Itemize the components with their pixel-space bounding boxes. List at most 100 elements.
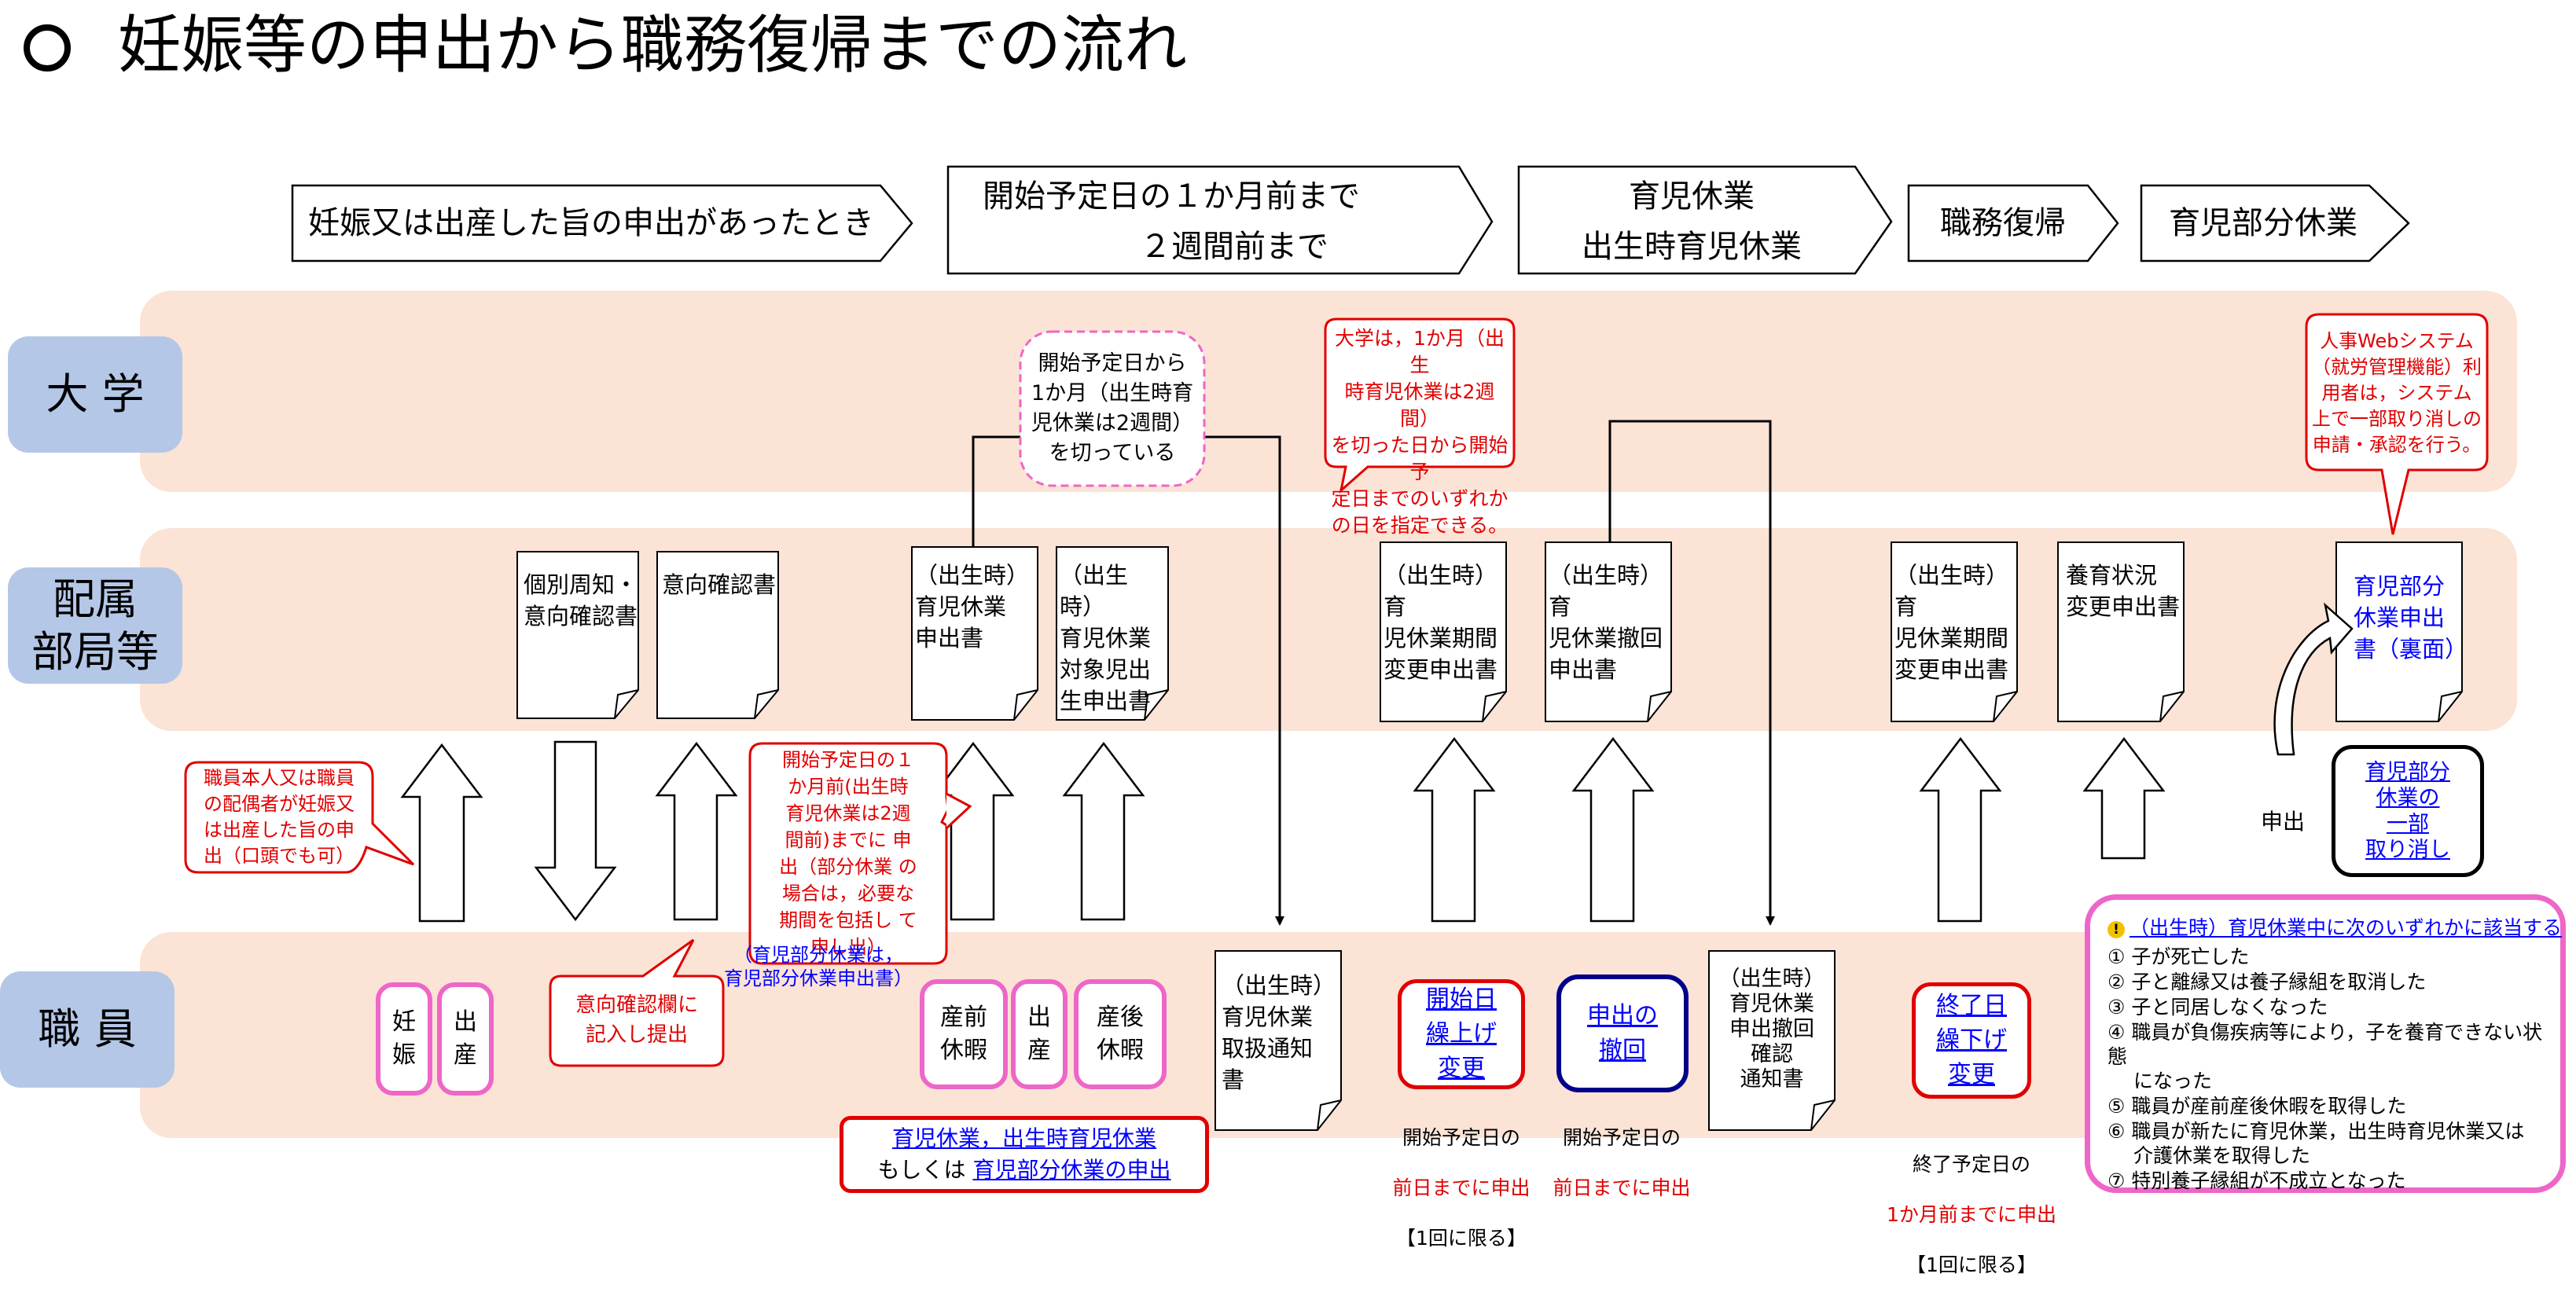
diagram-shapes <box>184 165 2489 1131</box>
withdraw-notes: 開始予定日の 前日までに申出 <box>1533 1100 1711 1226</box>
condition-item: ⑥ 職員が新たに育児休業，出生時育児休業又は 介護休業を取得した <box>2107 1120 2525 1167</box>
change-end-note-1: 終了予定日の <box>1912 1153 2030 1176</box>
callout-deadline-shape <box>748 742 950 965</box>
doc-shape-ikou <box>656 551 779 719</box>
change-start-notes: 開始予定日の 前日までに申出 【1回に限る】 <box>1373 1100 1550 1276</box>
condition-item: ④ 職員が負傷疾病等により，子を養育できない状態 になった <box>2107 1021 2543 1092</box>
callout-designate-shape <box>1324 317 1516 494</box>
page-title-text: 妊娠等の申出から職務復帰までの流れ <box>118 9 1187 82</box>
connector-to-tekkai-kakunin <box>1608 420 1775 926</box>
change-end-box[interactable]: 終了日 繰下げ 変更 <box>1912 982 2031 1099</box>
up-arrow-6 <box>1413 736 1496 923</box>
doc-taisho: （出生時） 育児休業 対象児出 生申出書 <box>1060 562 1152 714</box>
conditions-box: ! （出生時）育児休業中に次のいずれかに該当する ① 子が死亡した ② 子と離縁又… <box>2085 894 2566 1193</box>
doc-yoiku: 養育状況 変更申出書 <box>2066 562 2181 620</box>
request-line-2: もしくは 育児部分休業の申出 <box>843 1154 1205 1186</box>
doc-tekkai: （出生時）育 児休業撤回 申出書 <box>1549 562 1663 683</box>
event-sanzen: 産前 休暇 <box>920 979 1008 1089</box>
row-label-staff-text: 職 員 <box>38 1004 137 1055</box>
row-label-department: 配属 部局等 <box>8 567 182 684</box>
phase-3-label: 育児休業 出生時育児休業 <box>1519 174 1865 269</box>
change-start-note-2: 前日までに申出 <box>1392 1176 1531 1199</box>
request-box: 育児休業，出生時育児休業 もしくは 育児部分休業の申出 <box>840 1116 1209 1193</box>
phase-2-line-2: ２週間前まで <box>983 229 1328 265</box>
page-title: 妊娠等の申出から職務復帰までの流れ <box>24 6 1187 85</box>
up-arrow-3 <box>655 741 738 921</box>
phase-3-line-2: 出生時育児休業 <box>1582 229 1802 265</box>
withdraw-note-2: 前日までに申出 <box>1553 1176 1691 1199</box>
circle-bullet-icon <box>24 24 71 72</box>
doc-kobetsu: 個別周知・ 意向確認書 <box>524 571 638 629</box>
event-shussan-2: 出 産 <box>1011 979 1068 1089</box>
doc-bubun: 育児部分 休業申出 書（裏面） <box>2354 573 2468 663</box>
up-arrow-9 <box>2082 736 2166 860</box>
phase-2-label: 開始予定日の１か月前まで ２週間前まで <box>951 174 1454 269</box>
up-arrow-5 <box>1062 741 1145 921</box>
doc-shape-taisho <box>1056 546 1169 721</box>
row-label-department-text: 配属 部局等 <box>31 574 159 677</box>
condition-item: ② 子と離縁又は養子縁組を取消した <box>2107 971 2427 993</box>
conditions-header: ! （出生時）育児休業中に次のいずれかに該当する <box>2107 916 2562 940</box>
doc-henko1: （出生時）育 児休業期間 変更申出書 <box>1384 562 1498 683</box>
partial-note: （育児部分休業は， 育児部分休業申出書） <box>724 944 913 989</box>
callout-websystem-shape <box>2305 313 2489 535</box>
condition-item: ⑦ 特別養子縁組が不成立となった <box>2107 1169 2406 1192</box>
doc-shape-yoiku <box>2057 541 2185 722</box>
partial-cancel-box[interactable]: 育児部分 休業の 一部 取り消し <box>2332 745 2484 877</box>
doc-tekkai-kakunin: （出生時） 育児休業 申出撤回 確認 通知書 <box>1718 967 1825 1092</box>
document-shapes <box>516 541 2463 1131</box>
callout-one-month-text: 開始予定日から 1か月（出生時育 児休業は2週間） を切っている <box>1031 351 1194 465</box>
phase-arrow-2 <box>946 165 1494 275</box>
up-arrow-7 <box>1571 736 1655 923</box>
doc-ikou: 意向確認書 <box>662 571 777 598</box>
phase-2-line-1: 開始予定日の１か月前まで <box>983 178 1360 215</box>
row-label-university-text: 大 学 <box>46 369 145 420</box>
doc-shape-henko2 <box>1891 541 2018 722</box>
doc-shape-henko1 <box>1380 541 1507 722</box>
callout-designate-text: 大学は，1か月（出生 時育児休業は2週間） を切った日から開始予 定日までのいず… <box>1331 327 1508 537</box>
row-label-staff: 職 員 <box>0 971 175 1088</box>
request-line-1: 育児休業，出生時育児休業 <box>891 1125 1156 1151</box>
withdraw-box[interactable]: 申出の 撤回 <box>1556 974 1689 1092</box>
event-shussan-1: 出 産 <box>437 982 494 1096</box>
conditions-header-text: （出生時）育児休業中に次のいずれかに該当する <box>2130 916 2563 939</box>
callout-ikou-shape <box>549 938 725 1067</box>
callout-deadline-text: 開始予定日の１ か月前(出生時 育児休業は2週 間前)までに 申 出（部分休業 … <box>779 749 917 958</box>
change-start-box[interactable]: 開始日 繰上げ 変更 <box>1398 979 1525 1089</box>
doc-shape-moushide <box>911 546 1038 721</box>
doc-shape-tekkai <box>1545 541 1672 722</box>
phase-arrow-4 <box>1907 184 2119 262</box>
doc-henko2: （出生時）育 児休業期間 変更申出書 <box>1894 562 2009 683</box>
change-end-notes: 終了予定日の 1か月前までに申出 【1回に限る】 <box>1871 1127 2072 1303</box>
callout-websystem-text: 人事Webシステム （就労管理機能）利 用者は，システム 上で一部取り消しの 申… <box>2312 330 2482 456</box>
condition-item: ③ 子と同居しなくなった <box>2107 996 2328 1019</box>
change-end-note-3: 【1回に限る】 <box>1906 1253 2037 1276</box>
change-start-label: 開始日 繰上げ 変更 <box>1426 986 1497 1082</box>
doc-shape-toriatsukai <box>1215 950 1342 1131</box>
withdraw-note-1: 開始予定日の <box>1562 1126 1681 1149</box>
phase-5-label: 育児部分休業 <box>2141 201 2385 245</box>
phase-3-line-1: 育児休業 <box>1629 178 1755 215</box>
withdraw-label: 申出の 撤回 <box>1587 1002 1658 1064</box>
phase-1-label: 妊娠又は出産した旨の申出があったとき <box>292 201 890 245</box>
partial-apply-label: 申出 <box>2261 809 2306 835</box>
callout-one-month-shape <box>1019 330 1206 487</box>
connector-one-month <box>972 435 1020 547</box>
callout-pregnancy-shape <box>184 761 415 874</box>
callout-ikou-text: 意向確認欄に 記入し提出 <box>575 993 698 1047</box>
doc-shape-tekkai-kakunin <box>1708 950 1836 1131</box>
curved-arrow-icon <box>2273 602 2354 756</box>
phase-5-line-1: 育児部分休業 <box>2169 205 2357 241</box>
up-arrow-1 <box>400 743 483 923</box>
phase-arrow-1 <box>291 184 913 262</box>
down-arrow-2 <box>534 740 617 922</box>
phase-1-line-1: 妊娠又は出産した旨の申出があったとき <box>308 205 874 241</box>
doc-shape-bubun <box>2335 541 2463 722</box>
phase-4-line-1: 職務復帰 <box>1940 205 2066 241</box>
change-end-label: 終了日 繰下げ 変更 <box>1936 992 2007 1088</box>
condition-item: ① 子が死亡した <box>2107 945 2250 968</box>
request-link[interactable]: 育児部分休業の申出 <box>972 1157 1171 1183</box>
change-end-note-2: 1か月前までに申出 <box>1887 1203 2056 1226</box>
warning-icon: ! <box>2107 921 2125 938</box>
doc-toriatsukai: （出生時） 育児休業 取扱通知 書 <box>1222 972 1336 1093</box>
